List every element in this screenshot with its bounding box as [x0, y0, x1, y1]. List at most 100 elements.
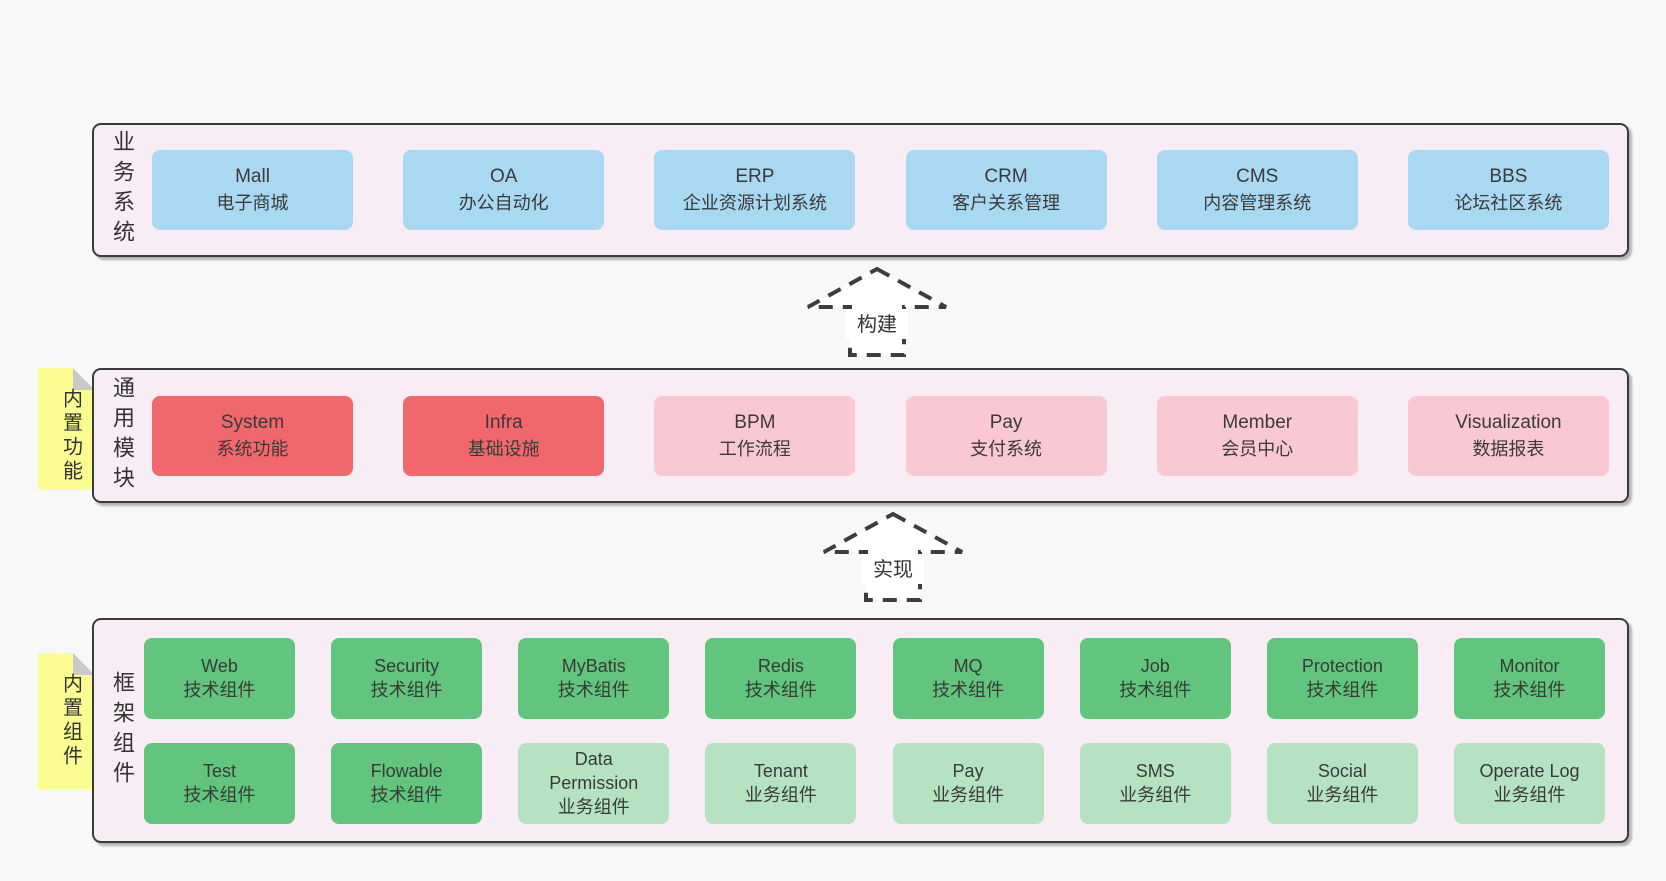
box-subtitle: 基础设施	[467, 438, 540, 459]
box-title: Member	[1222, 411, 1293, 433]
box-subtitle: 技术组件	[1306, 680, 1379, 700]
box-subtitle: 办公自动化	[458, 193, 549, 213]
box-sms: SMS 业务组件	[1079, 742, 1231, 824]
arrow-implement: 实现	[823, 511, 963, 602]
box-subtitle: 论坛社区系统	[1454, 193, 1563, 213]
box-erp: ERP 企业资源计划系统	[654, 150, 856, 230]
box-member: Member 会员中心	[1156, 395, 1358, 476]
box-title: System	[220, 411, 285, 433]
box-visualization: Visualization 数据报表	[1407, 395, 1609, 476]
box-title: Pay	[989, 411, 1023, 433]
band-label-common-modules: 通用模块	[110, 375, 135, 496]
sticky-note-text: 内置组件	[59, 673, 82, 769]
box-subtitle: 数据报表	[1472, 438, 1545, 459]
sticky-note-builtin-components: 内置组件	[38, 653, 95, 789]
box-subtitle: 技术组件	[370, 680, 443, 700]
box-title: SMS	[1135, 761, 1175, 781]
box-title: BPM	[734, 411, 776, 433]
box-monitor: Monitor 技术组件	[1453, 637, 1605, 719]
box-redis: Redis 技术组件	[705, 637, 857, 719]
box-subtitle: 内容管理系统	[1203, 193, 1312, 213]
box-title: Infra	[484, 411, 523, 433]
box-subtitle: 企业资源计划系统	[682, 193, 827, 213]
box-title: Test	[202, 761, 236, 781]
box-subtitle: 业务组件	[744, 785, 817, 805]
box-subtitle: 客户关系管理	[952, 193, 1061, 213]
box-subtitle: 业务组件	[557, 797, 630, 817]
box-title: Protection	[1301, 656, 1383, 676]
box-subtitle: 业务组件	[1119, 785, 1192, 805]
box-title: Visualization	[1455, 411, 1562, 433]
box-mq: MQ 技术组件	[892, 637, 1044, 719]
box-title: MyBatis	[561, 656, 626, 676]
box-mybatis: MyBatis 技术组件	[518, 637, 670, 719]
box-subtitle: 技术组件	[1493, 680, 1566, 700]
box-data-permission: Data Permission 业务组件	[518, 742, 670, 824]
arrow-build-label: 构建	[857, 313, 897, 336]
box-subtitle: 技术组件	[183, 680, 256, 700]
sticky-note-builtin-features: 内置功能	[38, 368, 95, 490]
box-bbs: BBS 论坛社区系统	[1407, 150, 1609, 230]
box-protection: Protection 技术组件	[1266, 637, 1418, 719]
box-title: Web	[201, 656, 238, 676]
box-subtitle: 会员中心	[1221, 438, 1294, 459]
box-subtitle: 业务组件	[1306, 785, 1379, 805]
box-social: Social 业务组件	[1266, 742, 1418, 824]
box-subtitle: 技术组件	[744, 680, 817, 700]
box-pay-module: Pay 支付系统	[905, 395, 1107, 476]
box-title: Security	[374, 656, 440, 676]
box-crm: CRM 客户关系管理	[905, 150, 1107, 230]
box-tenant: Tenant 业务组件	[705, 742, 857, 824]
box-subtitle: 业务组件	[932, 785, 1005, 805]
box-infra: Infra 基础设施	[403, 395, 605, 476]
box-title: Data Permission	[549, 749, 639, 793]
box-title: Monitor	[1499, 656, 1560, 676]
band-label-framework-components: 框架组件	[110, 670, 135, 791]
box-subtitle: 技术组件	[1119, 680, 1192, 700]
box-security: Security 技术组件	[331, 637, 483, 719]
box-subtitle: 技术组件	[183, 785, 256, 805]
box-title: Operate Log	[1479, 761, 1580, 781]
box-subtitle: 业务组件	[1493, 785, 1566, 805]
box-bpm: BPM 工作流程	[654, 395, 856, 476]
box-title: Redis	[757, 656, 804, 676]
box-job: Job 技术组件	[1079, 637, 1231, 719]
box-title: MQ	[953, 656, 983, 676]
box-mall: Mall 电子商城	[152, 150, 353, 230]
box-subtitle: 系统功能	[216, 438, 289, 459]
box-title: Mall	[235, 166, 270, 187]
arrow-build: 构建	[807, 266, 947, 357]
box-title: BBS	[1489, 166, 1528, 187]
box-operate-log: Operate Log 业务组件	[1453, 742, 1605, 824]
box-title: Job	[1140, 656, 1170, 676]
band-business-systems: 业务系统 Mall 电子商城 OA 办公自动化 ERP 企业资源计划系统 CRM…	[92, 123, 1629, 257]
box-title: OA	[489, 166, 518, 187]
box-title: Tenant	[753, 761, 808, 781]
box-title: Pay	[952, 761, 984, 781]
box-subtitle: 电子商城	[216, 193, 289, 213]
box-system: System 系统功能	[152, 395, 353, 476]
box-subtitle: 技术组件	[370, 785, 443, 805]
box-title: CRM	[984, 166, 1028, 187]
framework-rows: Web 技术组件 Security 技术组件 MyBatis 技术组件 Redi…	[144, 620, 1605, 841]
arrow-implement-label: 实现	[873, 558, 913, 581]
framework-row-1: Web 技术组件 Security 技术组件 MyBatis 技术组件 Redi…	[144, 637, 1605, 719]
box-title: CMS	[1236, 166, 1279, 187]
framework-row-2: Test 技术组件 Flowable 技术组件 Data Permission …	[144, 742, 1605, 824]
box-title: Social	[1317, 761, 1367, 781]
box-test: Test 技术组件	[144, 742, 295, 824]
band-framework-components: 框架组件 Web 技术组件 Security 技术组件 MyBatis 技术组件…	[92, 618, 1629, 843]
box-oa: OA 办公自动化	[403, 150, 605, 230]
business-boxes-row: Mall 电子商城 OA 办公自动化 ERP 企业资源计划系统 CRM 客户关系…	[152, 125, 1609, 255]
box-subtitle: 技术组件	[932, 680, 1005, 700]
box-subtitle: 技术组件	[557, 680, 630, 700]
band-common-modules: 通用模块 System 系统功能 Infra 基础设施 BPM 工作流程 Pay…	[92, 368, 1629, 503]
box-subtitle: 支付系统	[970, 438, 1043, 459]
band-label-business-systems: 业务系统	[110, 130, 135, 250]
box-subtitle: 工作流程	[718, 438, 791, 459]
box-cms: CMS 内容管理系统	[1156, 150, 1358, 230]
sticky-note-text: 内置功能	[59, 388, 82, 484]
box-title: ERP	[735, 166, 775, 187]
box-flowable: Flowable 技术组件	[331, 742, 483, 824]
